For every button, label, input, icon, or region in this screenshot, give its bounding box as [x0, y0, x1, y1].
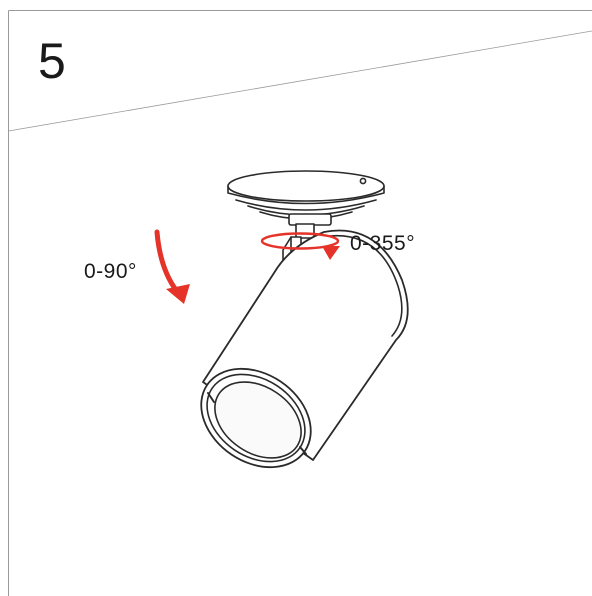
rotation-range-label: 0-355°	[350, 232, 416, 255]
rotate-arrow	[260, 232, 340, 260]
ceiling-base	[227, 170, 385, 220]
base-screw-hole	[359, 177, 367, 185]
tilt-range-label: 0-90°	[84, 260, 137, 283]
ceiling-line	[8, 30, 592, 132]
curved-down-arrow-icon	[154, 229, 179, 293]
front-bezel	[200, 367, 312, 469]
circular-rotate-arrow-icon	[260, 232, 340, 250]
lens	[214, 381, 302, 459]
step-number: 5	[38, 33, 66, 89]
tilt-arrow	[154, 229, 190, 304]
